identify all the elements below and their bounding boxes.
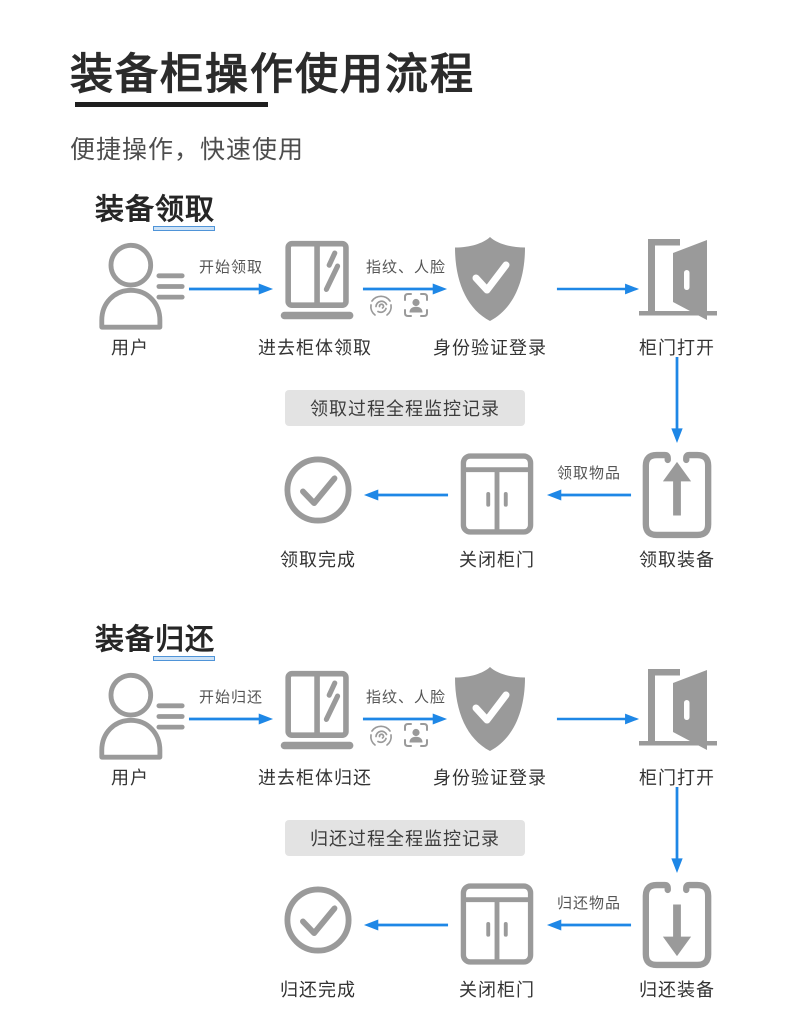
- left-arrow-icon: [546, 488, 632, 502]
- heading-underline: [153, 226, 215, 231]
- section-pickup: 装备领取 用户 开始领取 进去柜体领取 指纹、人脸 身份验证登录 柜门打开 领取…: [0, 190, 785, 620]
- left-arrow-icon: [363, 488, 449, 502]
- down-arrow-icon: [670, 356, 684, 444]
- step-label-done: 归还完成: [280, 980, 356, 1000]
- arrow-label-start: 开始领取: [198, 259, 263, 276]
- right-arrow-icon: [556, 282, 640, 296]
- user-icon: [95, 670, 187, 762]
- face-scan-icon: [403, 292, 429, 318]
- arrow-label-items: 领取物品: [556, 465, 621, 482]
- cabinet-closed-icon: [460, 452, 534, 536]
- step-label-verify: 身份验证登录: [433, 768, 547, 788]
- arrow-label-auth: 指纹、人脸: [365, 259, 446, 276]
- door-open-icon: [639, 234, 717, 322]
- arrow-label-auth: 指纹、人脸: [365, 689, 446, 706]
- step-label-take: 领取装备: [639, 550, 715, 570]
- section-return: 装备归还 用户 开始归还 进去柜体归还 指纹、人脸 身份验证登录 柜门打开 归还…: [0, 620, 785, 1024]
- step-label-door: 柜门打开: [639, 338, 715, 358]
- door-open-icon: [639, 664, 717, 752]
- fingerprint-icon: [368, 293, 394, 319]
- step-label-door: 柜门打开: [639, 768, 715, 788]
- step-label-done: 领取完成: [280, 550, 356, 570]
- title-underline: [75, 102, 268, 107]
- page-subtitle: 便捷操作，快速使用: [70, 136, 305, 164]
- page-title: 装备柜操作使用流程: [70, 51, 475, 99]
- left-arrow-icon: [546, 918, 632, 932]
- monitor-banner: 领取过程全程监控记录: [285, 390, 525, 426]
- cabinet-open-icon: [277, 668, 359, 754]
- step-label-user: 用户: [111, 768, 149, 788]
- face-scan-icon: [403, 722, 429, 748]
- section-heading: 装备领取: [95, 194, 216, 226]
- cabinet-open-icon: [277, 238, 359, 324]
- arrow-label-items: 归还物品: [556, 895, 621, 912]
- right-arrow-icon: [556, 712, 640, 726]
- left-arrow-icon: [363, 918, 449, 932]
- step-label-cabinet: 进去柜体归还: [258, 768, 372, 788]
- shield-check-icon: [451, 235, 529, 323]
- cabinet-closed-icon: [460, 882, 534, 966]
- circle-check-icon: [284, 886, 352, 954]
- user-icon: [95, 240, 187, 332]
- heading-underline: [153, 656, 215, 661]
- step-label-close: 关闭柜门: [459, 980, 535, 1000]
- monitor-banner: 归还过程全程监控记录: [285, 820, 525, 856]
- right-arrow-icon: [188, 282, 274, 296]
- arrow-label-start: 开始归还: [198, 689, 263, 706]
- circle-check-icon: [284, 456, 352, 524]
- section-heading: 装备归还: [95, 624, 216, 656]
- step-label-cabinet: 进去柜体领取: [258, 338, 372, 358]
- step-label-verify: 身份验证登录: [433, 338, 547, 358]
- step-label-user: 用户: [111, 338, 149, 358]
- down-arrow-icon: [670, 786, 684, 874]
- shield-check-icon: [451, 665, 529, 753]
- right-arrow-icon: [188, 712, 274, 726]
- step-label-return: 归还装备: [639, 980, 715, 1000]
- fingerprint-icon: [368, 723, 394, 749]
- step-label-close: 关闭柜门: [459, 550, 535, 570]
